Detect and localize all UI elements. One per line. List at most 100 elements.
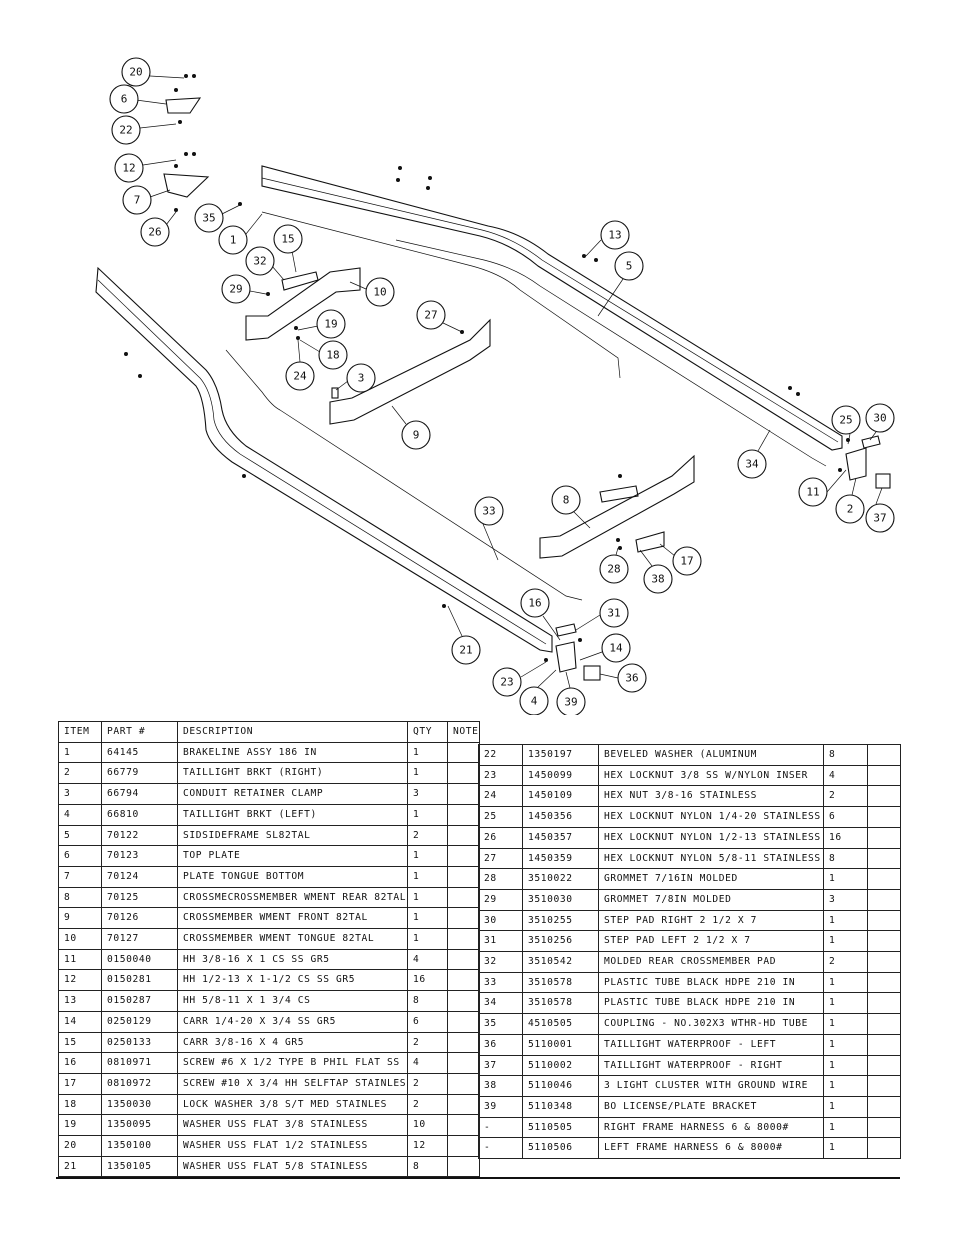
cell-qty: 1	[823, 868, 868, 890]
callout-balloon: 18	[318, 340, 348, 370]
cell-qty: 4	[407, 1052, 448, 1074]
cell-qty: 16	[407, 969, 448, 992]
cell-description: WASHER USS FLAT 1/2 STAINLESS	[177, 1135, 408, 1157]
cell-qty: 1	[823, 992, 868, 1015]
plastic-tube-right	[395, 239, 827, 467]
cell-note	[447, 1072, 480, 1095]
cell-part: 70123	[101, 845, 178, 867]
brakeline	[261, 211, 621, 379]
cell-qty: 8	[823, 744, 868, 766]
cell-qty: 2	[407, 824, 448, 847]
plate-tongue-bottom	[163, 173, 210, 198]
cell-note	[447, 990, 480, 1012]
cell-item: 18	[58, 1093, 102, 1116]
callout-balloon: 10	[365, 277, 395, 307]
cell-note	[867, 1013, 901, 1035]
callout-number: 34	[745, 458, 759, 471]
header-item: ITEM	[58, 721, 102, 743]
cell-qty: 1	[407, 907, 448, 930]
cell-note	[867, 971, 901, 994]
cell-note	[447, 948, 480, 971]
cell-qty: 2	[407, 1072, 448, 1095]
cell-description: WASHER USS FLAT 5/8 STAINLESS	[177, 1155, 408, 1178]
cell-description: TAILLIGHT WATERPROOF - LEFT	[598, 1033, 824, 1056]
cell-item: 38	[478, 1075, 523, 1097]
callout-number: 24	[293, 370, 307, 383]
cell-qty: 1	[823, 1075, 868, 1097]
cell-part: 5110001	[522, 1033, 599, 1056]
cell-item: 31	[478, 930, 523, 953]
cell-part: 66810	[101, 803, 178, 826]
cell-description: SCREW #10 X 3/4 HH SELFTAP STAINLES	[177, 1072, 408, 1095]
cell-item: 25	[478, 806, 523, 828]
callout-number: 33	[482, 505, 495, 518]
cell-qty: 1	[407, 803, 448, 826]
cell-qty: 1	[407, 845, 448, 867]
callout-balloon: 38	[643, 564, 673, 594]
callout-balloon: 11	[798, 477, 828, 507]
cell-item: 27	[478, 847, 523, 870]
cell-note	[867, 764, 901, 787]
callout-balloon: 20	[121, 57, 151, 87]
callout-number: 36	[625, 672, 638, 685]
right-sideframe	[261, 165, 843, 451]
cell-note	[867, 1116, 901, 1139]
callout-number: 17	[680, 555, 693, 568]
callout-balloon: 26	[140, 217, 170, 247]
cell-item: 21	[58, 1155, 102, 1178]
cell-item: 10	[58, 928, 102, 950]
cell-part: 70125	[101, 886, 178, 909]
cell-qty: 1	[823, 1013, 868, 1035]
cell-part: 64145	[101, 741, 178, 764]
callout-balloon: 35	[194, 203, 224, 233]
cell-item: 3	[58, 783, 102, 805]
cell-note	[867, 847, 901, 870]
cell-item: 39	[478, 1095, 523, 1118]
callout-number: 9	[413, 429, 420, 442]
callout-balloon: 1	[218, 225, 248, 255]
cell-part: 1350100	[101, 1135, 178, 1157]
cell-description: STEP PAD LEFT 2 1/2 X 7	[598, 930, 824, 953]
cell-item: 11	[58, 948, 102, 971]
cell-part: 0150287	[101, 990, 178, 1012]
callout-balloon: 34	[737, 449, 767, 479]
taillight-bracket-right	[845, 447, 867, 481]
cell-part: 3510542	[522, 951, 599, 973]
cell-qty: 2	[407, 1031, 448, 1054]
cell-part: 3510255	[522, 909, 599, 932]
callout-number: 22	[119, 124, 132, 137]
cell-qty: 2	[407, 1093, 448, 1116]
callout-balloon: 22	[111, 115, 141, 145]
cell-note	[447, 1010, 480, 1033]
cell-part: 1450109	[522, 785, 599, 808]
callout-number: 28	[607, 563, 620, 576]
callout-number: 11	[806, 486, 819, 499]
cell-qty: 1	[823, 1137, 868, 1160]
bom-header-row: ITEM PART # DESCRIPTION QTY NOTE	[58, 721, 480, 743]
cell-note	[447, 741, 480, 764]
cell-description: GROMMET 7/8IN MOLDED	[598, 888, 824, 911]
hardware	[124, 74, 850, 662]
callout-balloon: 3	[346, 363, 376, 393]
light-cluster	[635, 531, 665, 553]
cell-part: 1450359	[522, 847, 599, 870]
cell-item: 22	[478, 744, 523, 766]
conduit-clamp	[331, 387, 339, 399]
cell-item: 17	[58, 1072, 102, 1095]
cell-item: 6	[58, 845, 102, 867]
cell-description: HH 3/8-16 X 1 CS SS GR5	[177, 948, 408, 971]
cell-part: 1350095	[101, 1114, 178, 1137]
top-plate	[165, 97, 202, 114]
cell-description: HH 5/8-11 X 1 3/4 CS	[177, 990, 408, 1012]
callout-number: 7	[134, 194, 141, 207]
callout-number: 32	[253, 255, 266, 268]
cell-part: 70127	[101, 928, 178, 950]
callout-balloon: 37	[865, 503, 895, 533]
